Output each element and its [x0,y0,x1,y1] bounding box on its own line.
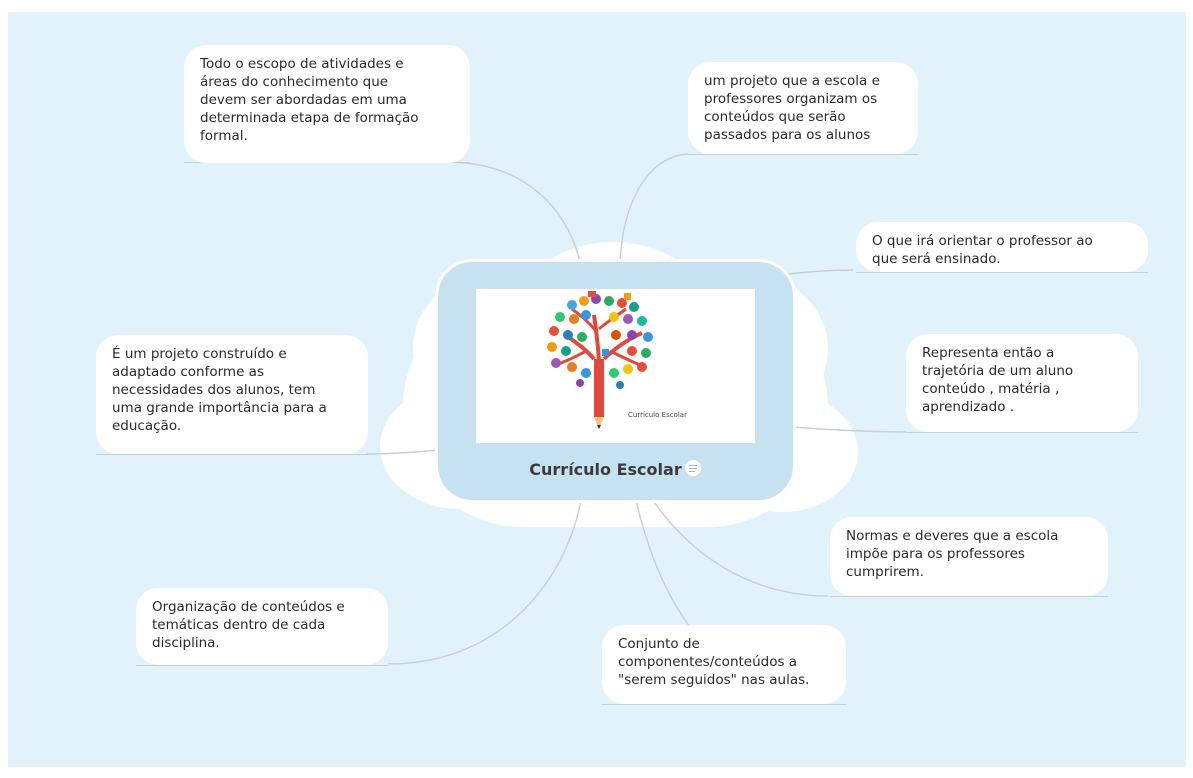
underline-right-3 [830,596,1108,597]
connector-bottom-left [387,499,582,665]
connector-right-1 [787,269,854,275]
underline-left-mid [96,454,368,455]
connector-right-3 [652,499,829,597]
illustration-caption: Currículo Escolar [628,411,687,419]
central-topic-label-row: Currículo Escolar [438,459,793,479]
branch-node-scope[interactable]: Todo o escopo de atividades e áreas do c… [184,45,470,163]
branch-node-adapted-project[interactable]: É um projeto construído e adaptado confo… [96,335,368,454]
underline-right-1 [856,272,1148,273]
underline-top-right [688,154,918,155]
underline-bottom-left [136,665,388,666]
underline-right-2 [906,432,1138,433]
connector-left-mid [365,449,439,455]
branch-node-school-project[interactable]: um projeto que a escola e professores or… [688,62,918,154]
branch-node-content-organization[interactable]: Organização de conteúdos e temáticas den… [136,588,388,665]
central-topic-image: Currículo Escolar [476,289,755,443]
central-topic[interactable]: Currículo Escolar Currículo Escolar [438,262,793,500]
underline-bottom-center [602,704,846,705]
tree-pencil-illustration: Currículo Escolar [547,291,687,429]
note-icon[interactable] [683,459,702,477]
connector-right-2 [792,426,907,433]
connector-lines [365,153,907,665]
connector-bottom-center [635,499,699,638]
icon-leaves [547,291,653,389]
branch-node-student-path[interactable]: Representa então a trajetória de um alun… [906,334,1138,432]
mind-map-canvas: Todo o escopo de atividades e áreas do c… [8,12,1186,767]
connector-top-left [445,161,581,263]
branch-node-components[interactable]: Conjunto de componentes/conteúdos a "ser… [602,625,846,704]
branch-node-norms-duties[interactable]: Normas e deveres que a escola impõe para… [830,517,1108,596]
branch-node-guide-teacher[interactable]: O que irá orientar o professor ao que se… [856,222,1148,272]
central-topic-title: Currículo Escolar [529,460,682,479]
connector-top-right [619,153,689,263]
